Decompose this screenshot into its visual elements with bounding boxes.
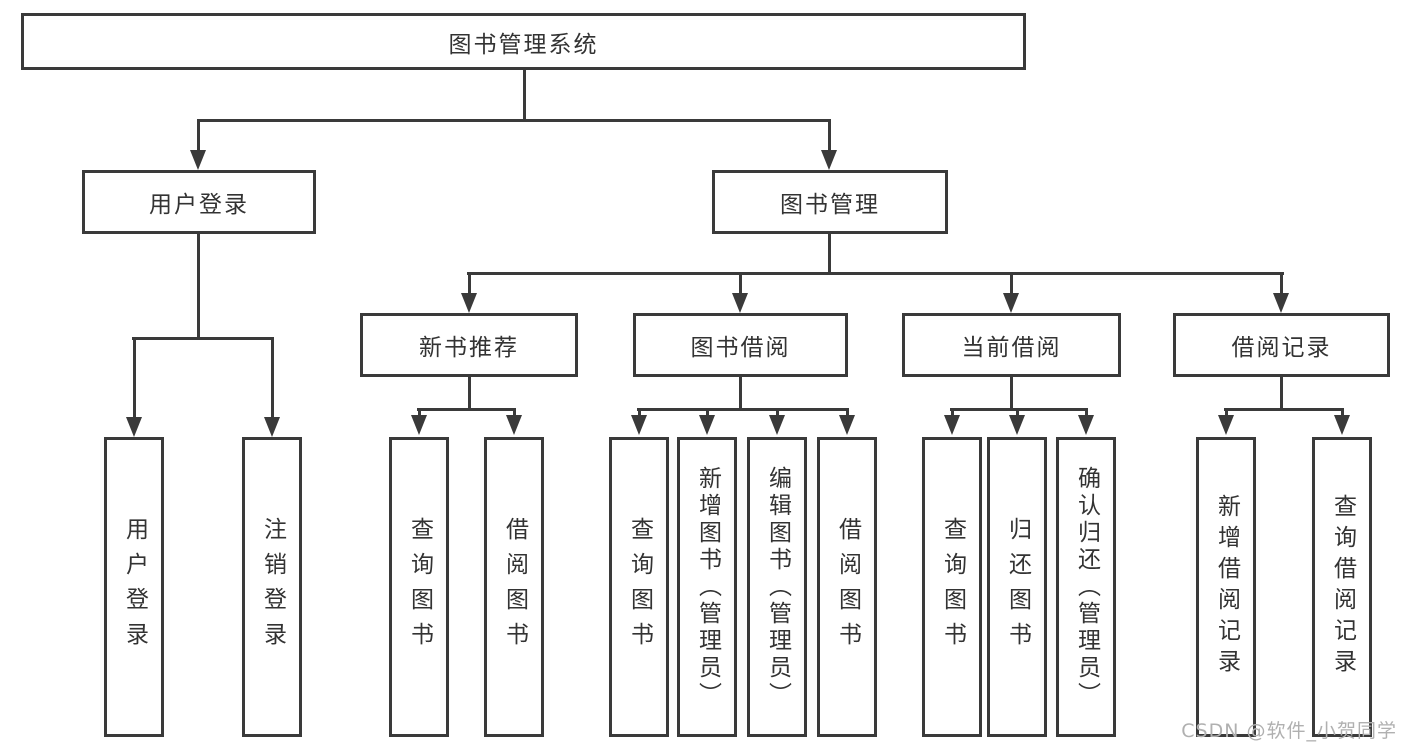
leaf-logout-label: 注销登录 xyxy=(259,517,286,657)
leaf-query-books-current: 查询图书 xyxy=(922,437,982,737)
connector-sec3-vertical xyxy=(1010,377,1013,410)
node-book-borrow-label: 图书借阅 xyxy=(690,335,791,361)
arrow-down-icon xyxy=(461,293,477,313)
leaf-query-borrow-record: 查询借阅记录 xyxy=(1312,437,1372,737)
connector-stub xyxy=(418,408,421,418)
connector-user-horizontal xyxy=(132,337,274,340)
arrow-down-icon xyxy=(506,415,522,435)
leaf-add-book-admin-label: 新增图书（管理员） xyxy=(694,465,721,709)
arrow-down-icon xyxy=(411,415,427,435)
leaf-query-borrow-record-label: 查询借阅记录 xyxy=(1329,494,1356,680)
connector-sec1-horizontal xyxy=(417,408,516,411)
leaf-add-book-admin: 新增图书（管理员） xyxy=(677,437,737,737)
leaf-confirm-return-admin-label: 确认归还（管理员） xyxy=(1073,465,1100,709)
arrow-down-icon xyxy=(839,415,855,435)
node-book-mgmt-label: 图书管理 xyxy=(780,192,880,218)
leaf-edit-book-admin: 编辑图书（管理员） xyxy=(747,437,807,737)
node-borrow-records-label: 借阅记录 xyxy=(1231,335,1332,361)
arrow-down-icon xyxy=(1273,293,1289,313)
connector-stub-book-borrow xyxy=(739,272,742,296)
arrow-down-icon xyxy=(1334,415,1350,435)
arrow-down-icon xyxy=(1218,415,1234,435)
leaf-return-book-label: 归还图书 xyxy=(1004,517,1031,657)
node-user-login-label: 用户登录 xyxy=(149,192,249,218)
arrow-down-icon xyxy=(190,150,206,170)
connector-root-horizontal xyxy=(197,119,831,122)
node-root: 图书管理系统 xyxy=(21,13,1026,70)
node-root-label: 图书管理系统 xyxy=(448,31,599,58)
connector-mgmt-horizontal xyxy=(467,272,1284,275)
connector-sec2-horizontal xyxy=(637,408,849,411)
connector-stub-mgmt xyxy=(828,119,831,152)
connector-stub xyxy=(1341,408,1344,418)
arrow-down-icon xyxy=(126,417,142,437)
leaf-user-login-label: 用户登录 xyxy=(121,517,148,657)
leaf-add-borrow-record-label: 新增借阅记录 xyxy=(1213,494,1240,680)
connector-sec2-vertical xyxy=(739,377,742,410)
arrow-down-icon xyxy=(1078,415,1094,435)
connector-mgmt-vertical xyxy=(828,234,831,275)
leaf-confirm-return-admin: 确认归还（管理员） xyxy=(1056,437,1116,737)
connector-sec4-vertical xyxy=(1280,377,1283,410)
arrow-down-icon xyxy=(769,415,785,435)
leaf-borrow-books: 借阅图书 xyxy=(817,437,877,737)
node-user-login: 用户登录 xyxy=(82,170,316,234)
leaf-return-book: 归还图书 xyxy=(987,437,1047,737)
node-book-mgmt: 图书管理 xyxy=(712,170,948,234)
leaf-query-books-rec: 查询图书 xyxy=(389,437,449,737)
connector-stub xyxy=(513,408,516,418)
leaf-borrow-books-rec-label: 借阅图书 xyxy=(501,517,528,657)
node-borrow-records: 借阅记录 xyxy=(1173,313,1390,377)
connector-stub xyxy=(846,408,849,418)
node-new-book-rec-label: 新书推荐 xyxy=(419,335,519,361)
connector-sec4-horizontal xyxy=(1224,408,1344,411)
connector-stub xyxy=(1085,408,1088,418)
connector-sec3-horizontal xyxy=(950,408,1088,411)
connector-stub xyxy=(706,408,709,418)
connector-stub-user xyxy=(197,119,200,152)
arrow-down-icon xyxy=(631,415,647,435)
arrow-down-icon xyxy=(821,150,837,170)
arrow-down-icon xyxy=(944,415,960,435)
connector-sec1-vertical xyxy=(468,377,471,410)
connector-stub xyxy=(1016,408,1019,418)
arrow-down-icon xyxy=(264,417,280,437)
connector-stub xyxy=(951,408,954,418)
connector-stub xyxy=(1225,408,1228,418)
leaf-edit-book-admin-label: 编辑图书（管理员） xyxy=(764,465,791,709)
connector-root-vertical xyxy=(523,69,526,120)
leaf-query-books-borrow-label: 查询图书 xyxy=(626,517,653,657)
arrow-down-icon xyxy=(732,293,748,313)
connector-stub-leaf-logout xyxy=(271,337,274,419)
leaf-add-borrow-record: 新增借阅记录 xyxy=(1196,437,1256,737)
leaf-logout: 注销登录 xyxy=(242,437,302,737)
leaf-query-books-borrow: 查询图书 xyxy=(609,437,669,737)
leaf-borrow-books-label: 借阅图书 xyxy=(834,517,861,657)
leaf-borrow-books-rec: 借阅图书 xyxy=(484,437,544,737)
node-current-borrow: 当前借阅 xyxy=(902,313,1121,377)
leaf-user-login: 用户登录 xyxy=(104,437,164,737)
arrow-down-icon xyxy=(699,415,715,435)
leaf-query-books-rec-label: 查询图书 xyxy=(406,517,433,657)
arrow-down-icon xyxy=(1003,293,1019,313)
csdn-watermark: CSDN @软件_小贺同学 xyxy=(1181,720,1397,742)
connector-user-vertical xyxy=(197,234,200,339)
node-book-borrow: 图书借阅 xyxy=(633,313,848,377)
connector-stub xyxy=(776,408,779,418)
connector-stub xyxy=(638,408,641,418)
arrow-down-icon xyxy=(1009,415,1025,435)
connector-stub-leaf-user-login xyxy=(133,337,136,419)
connector-stub-new-book xyxy=(468,272,471,296)
node-current-borrow-label: 当前借阅 xyxy=(961,335,1062,361)
connector-stub-borrow-records xyxy=(1280,272,1283,296)
leaf-query-books-current-label: 查询图书 xyxy=(939,517,966,657)
node-new-book-rec: 新书推荐 xyxy=(360,313,578,377)
connector-stub-current-borrow xyxy=(1010,272,1013,296)
